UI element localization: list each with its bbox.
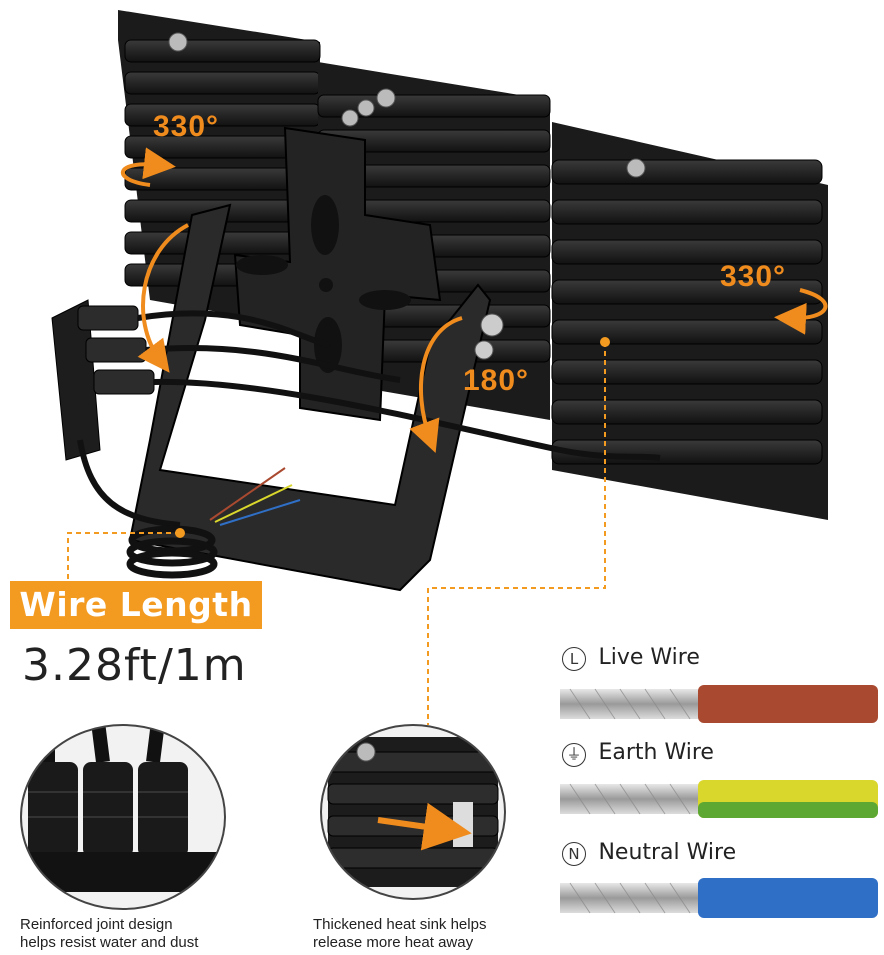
mounting-plate: [233, 126, 442, 422]
heatsink-caption: Thickened heat sink helps release more h…: [313, 916, 486, 952]
angle-label-bracket: 180°: [463, 364, 530, 397]
neutral-wire-legend: N Neutral Wire: [562, 840, 736, 866]
angle-label-top-left: 330°: [153, 110, 220, 143]
cables: [77, 310, 661, 528]
neutral-symbol-icon: N: [562, 842, 586, 866]
cable-coil: [126, 525, 218, 579]
live-wire-image: [560, 685, 878, 723]
live-wire-label: Live Wire: [598, 645, 700, 670]
heatsink-detail-image: [320, 724, 506, 900]
earth-symbol-icon: ⏚: [562, 743, 586, 767]
heatsink-caption-line2: release more heat away: [313, 934, 474, 951]
earth-wire-legend: ⏚ Earth Wire: [562, 740, 714, 767]
earth-wire-image: [560, 780, 878, 818]
right-module: [551, 122, 828, 520]
heatsink-caption-line1: Thickened heat sink helps: [313, 916, 487, 933]
junction-box: [51, 299, 155, 461]
wire-length-banner: Wire Length: [10, 581, 262, 629]
joint-detail-image: [20, 724, 226, 910]
neutral-wire-image: [560, 878, 878, 918]
callout-lines: [67, 342, 606, 725]
joint-caption: Reinforced joint design helps resist wat…: [20, 916, 198, 952]
live-wire-legend: L Live Wire: [562, 645, 700, 671]
joint-caption-line1: Reinforced joint design: [20, 916, 173, 933]
left-module: [118, 10, 321, 330]
angle-label-right: 330°: [720, 260, 787, 293]
rotation-arrows: [120, 147, 828, 453]
earth-wire-label: Earth Wire: [598, 740, 714, 765]
joint-caption-line2: helps resist water and dust: [20, 934, 199, 951]
loose-wires: [209, 467, 301, 526]
wire-length-value: 3.28ft/1m: [22, 640, 247, 691]
neutral-wire-label: Neutral Wire: [598, 840, 737, 865]
live-symbol-icon: L: [562, 647, 586, 671]
